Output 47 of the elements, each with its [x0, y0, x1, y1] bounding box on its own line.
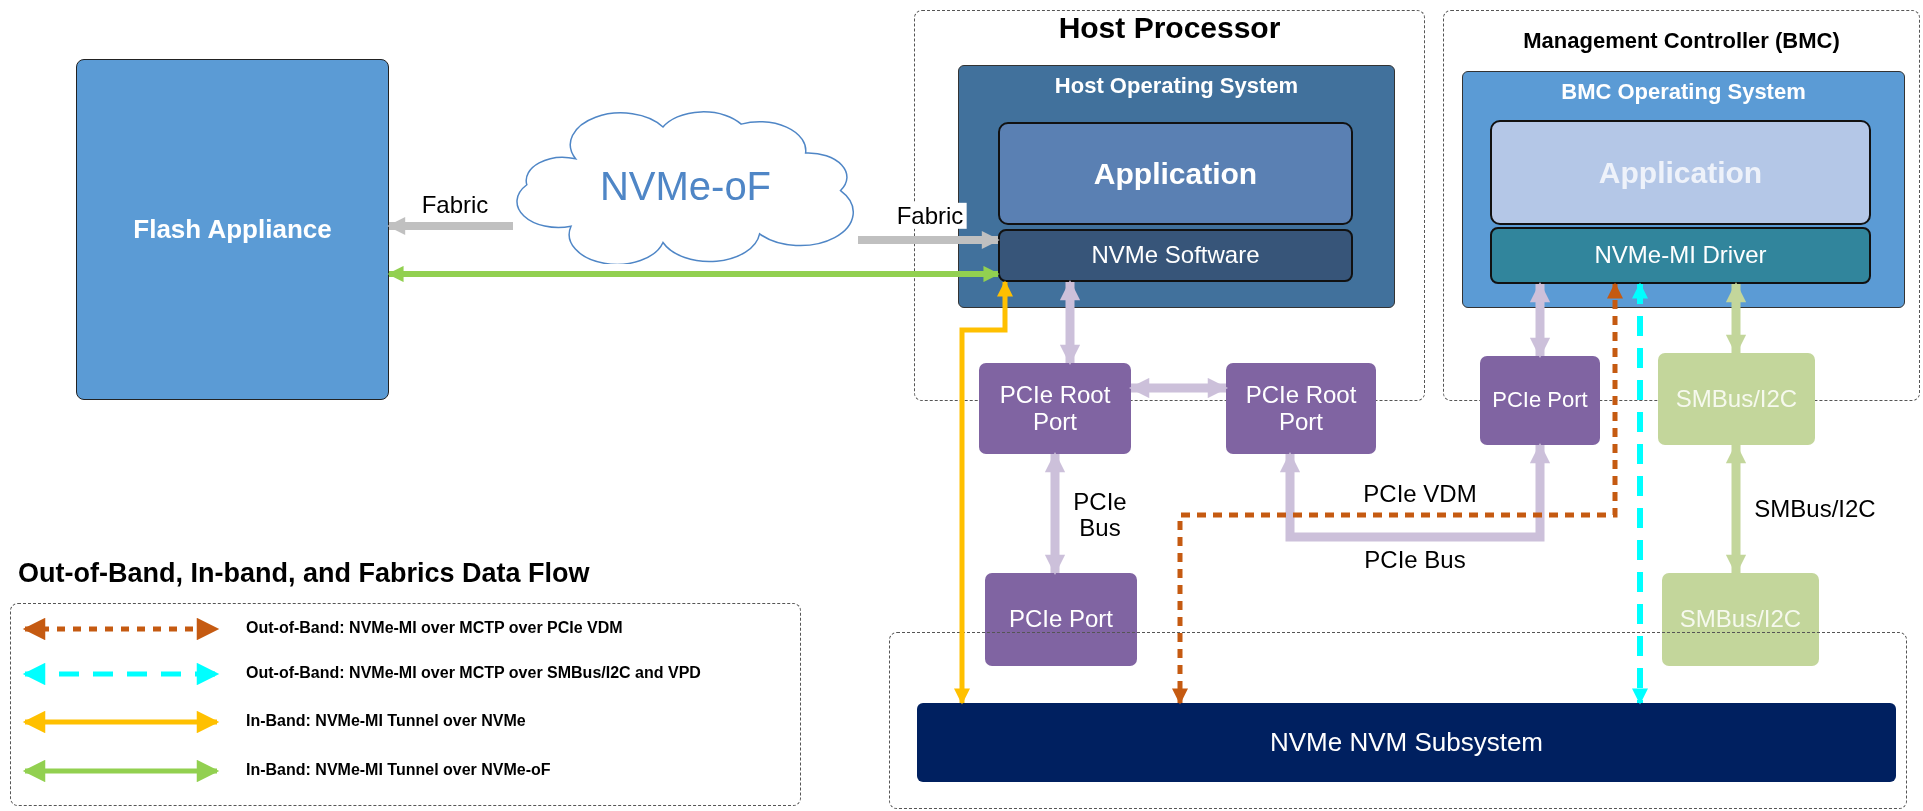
box-label: PCIe Root Port: [1244, 382, 1358, 435]
application-box: [1490, 120, 1871, 225]
arrow: [387, 265, 1000, 283]
container-title: Management Controller (BMC): [1523, 29, 1840, 54]
container-title: Host Processor: [1058, 11, 1281, 44]
bus-box: [1658, 353, 1815, 445]
box-label: PCIe Root Port: [998, 382, 1112, 435]
arrow: [953, 280, 1014, 705]
box-label: PCIe Port: [1008, 606, 1113, 633]
arrow: [1279, 443, 1551, 542]
box-label: NVMe NVM Subsystem: [1269, 728, 1544, 757]
box-label: SMBus/I2C: [1675, 385, 1798, 413]
arrow: [1044, 452, 1066, 576]
box-label: SMBus/I2C: [1679, 606, 1802, 633]
box-label: Flash Appliance: [133, 215, 332, 244]
cloud-label: NVMe-oF: [599, 164, 772, 208]
box-label: Application: [1093, 157, 1258, 190]
legend-title: Out-of-Band, In-band, and Fabrics Data Flow: [18, 558, 590, 589]
dashed-arrow: [1631, 282, 1649, 705]
port-box: [1226, 363, 1376, 454]
appliance-box: [76, 59, 389, 400]
panel-title: Host Operating System: [1054, 74, 1299, 99]
port-box: [985, 573, 1137, 666]
legend-label: Out-of-Band: NVMe-MI over MCTP over SMBus/I2C and VPD: [246, 664, 701, 682]
box-label: Application: [1598, 156, 1763, 189]
driver-box: [1490, 227, 1871, 284]
arrow: [1725, 282, 1747, 356]
legend-label: In-Band: NVMe-MI Tunnel over NVMe-oF: [246, 761, 551, 779]
dashed-arrow: [1171, 282, 1624, 705]
subsystem-bar: [917, 703, 1896, 782]
dashed-boundary-box: [889, 632, 1907, 809]
legend-label: In-Band: NVMe-MI Tunnel over NVMe: [246, 712, 526, 730]
os-panel: [1462, 71, 1905, 308]
port-box: [979, 363, 1131, 454]
box-label: NVMe Software: [1091, 242, 1260, 269]
bus-box: [1662, 573, 1819, 666]
arrow: [1059, 280, 1081, 366]
box-label: PCIe Port: [1492, 388, 1588, 413]
application-box: [998, 122, 1353, 225]
arrow: [1128, 377, 1229, 399]
box-label: NVMe-MI Driver: [1594, 242, 1767, 269]
software-box: [998, 229, 1353, 282]
panel-title: BMC Operating System: [1561, 80, 1806, 105]
legend-label: Out-of-Band: NVMe-MI over MCTP over PCIe VDM: [246, 619, 623, 637]
arrow: [1529, 282, 1551, 359]
port-box: [1480, 356, 1600, 445]
arrow: [1725, 443, 1747, 576]
